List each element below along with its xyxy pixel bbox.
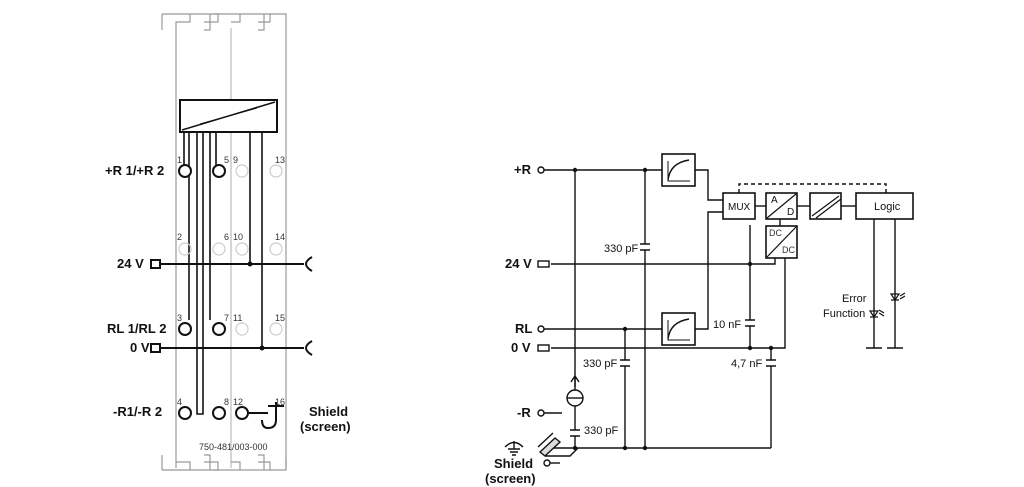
label-r1-r2: +R 1/+R 2 [105,163,164,178]
logic-block [855,192,914,220]
terminal-5: 5 [224,155,229,165]
terminal-3: 3 [177,313,182,323]
shield-terminal-symbol [248,402,284,430]
isolator-block [809,192,842,220]
label-neg-r-right: -R [517,405,531,420]
label-screen-left: (screen) [300,419,351,434]
left-power-rails [150,256,313,356]
cap-330pf-3: 330 pF [584,425,619,437]
label-r-right: +R [514,162,532,177]
terminal-2: 2 [177,232,182,242]
mux-label: MUX [728,202,751,213]
logic-label: Logic [874,201,901,213]
filter-block-bottom [661,312,696,346]
control-bus-dashed [738,183,887,193]
cap-330pf-2: 330 pF [583,358,618,370]
filter-block-top [661,153,696,187]
module-electronics-box [179,99,278,133]
cap-4-7nf: 4,7 nF [731,358,762,370]
terminal-12: 12 [233,397,243,407]
current-source-symbol [566,374,584,407]
label-24v-left: 24 V [117,256,144,271]
schematic-wires [544,169,903,464]
adc-d-label: D [787,207,794,218]
cap-330pf-1: 330 pF [604,243,639,255]
label-0v-left: 0 V [130,340,150,355]
label-error: Error [842,293,867,305]
label-0v-right: 0 V [511,340,531,355]
mux-block [722,192,756,220]
terminal-8: 8 [224,397,229,407]
junction-dot [259,345,265,351]
label-rl1-rl2: RL 1/RL 2 [107,321,166,336]
part-number: 750-481/003-000 [199,442,268,452]
internal-leads [183,132,263,415]
terminal-13: 13 [275,155,285,165]
terminal-circles [178,164,249,420]
terminal-9: 9 [233,155,238,165]
adc-block [765,192,798,220]
terminal-1: 1 [177,155,182,165]
label-shield-right: Shield [494,456,533,471]
cap-10nf: 10 nF [713,319,741,331]
terminal-11: 11 [233,313,242,323]
terminal-14: 14 [275,232,285,242]
terminal-4: 4 [177,397,182,407]
capacitor-symbols [570,243,776,437]
terminal-7: 7 [224,313,229,323]
schematic-terminals [537,166,551,467]
dcdc-block [765,225,798,259]
led-indicators [868,292,906,319]
junction-dot [247,261,253,267]
terminal-circles-unused [178,164,283,336]
label-24v-right: 24 V [505,256,532,271]
label-function: Function [823,308,865,320]
label-rl-right: RL [515,321,532,336]
label-screen-right: (screen) [485,471,536,486]
terminal-numbers: 1 2 3 4 5 6 7 8 9 10 11 12 13 14 15 16 [177,155,285,407]
shield-ground-symbol [504,432,579,457]
schematic-junctions [572,167,774,451]
dcdc-in-label: DC [769,228,782,238]
label-neg-r1-r2: -R1/-R 2 [113,404,162,419]
terminal-15: 15 [275,313,285,323]
dcdc-out-label: DC [782,245,795,255]
terminal-10: 10 [233,232,243,242]
terminal-6: 6 [224,232,229,242]
label-shield-left: Shield [309,404,348,419]
terminal-16: 16 [275,397,285,407]
adc-a-label: A [771,195,778,206]
